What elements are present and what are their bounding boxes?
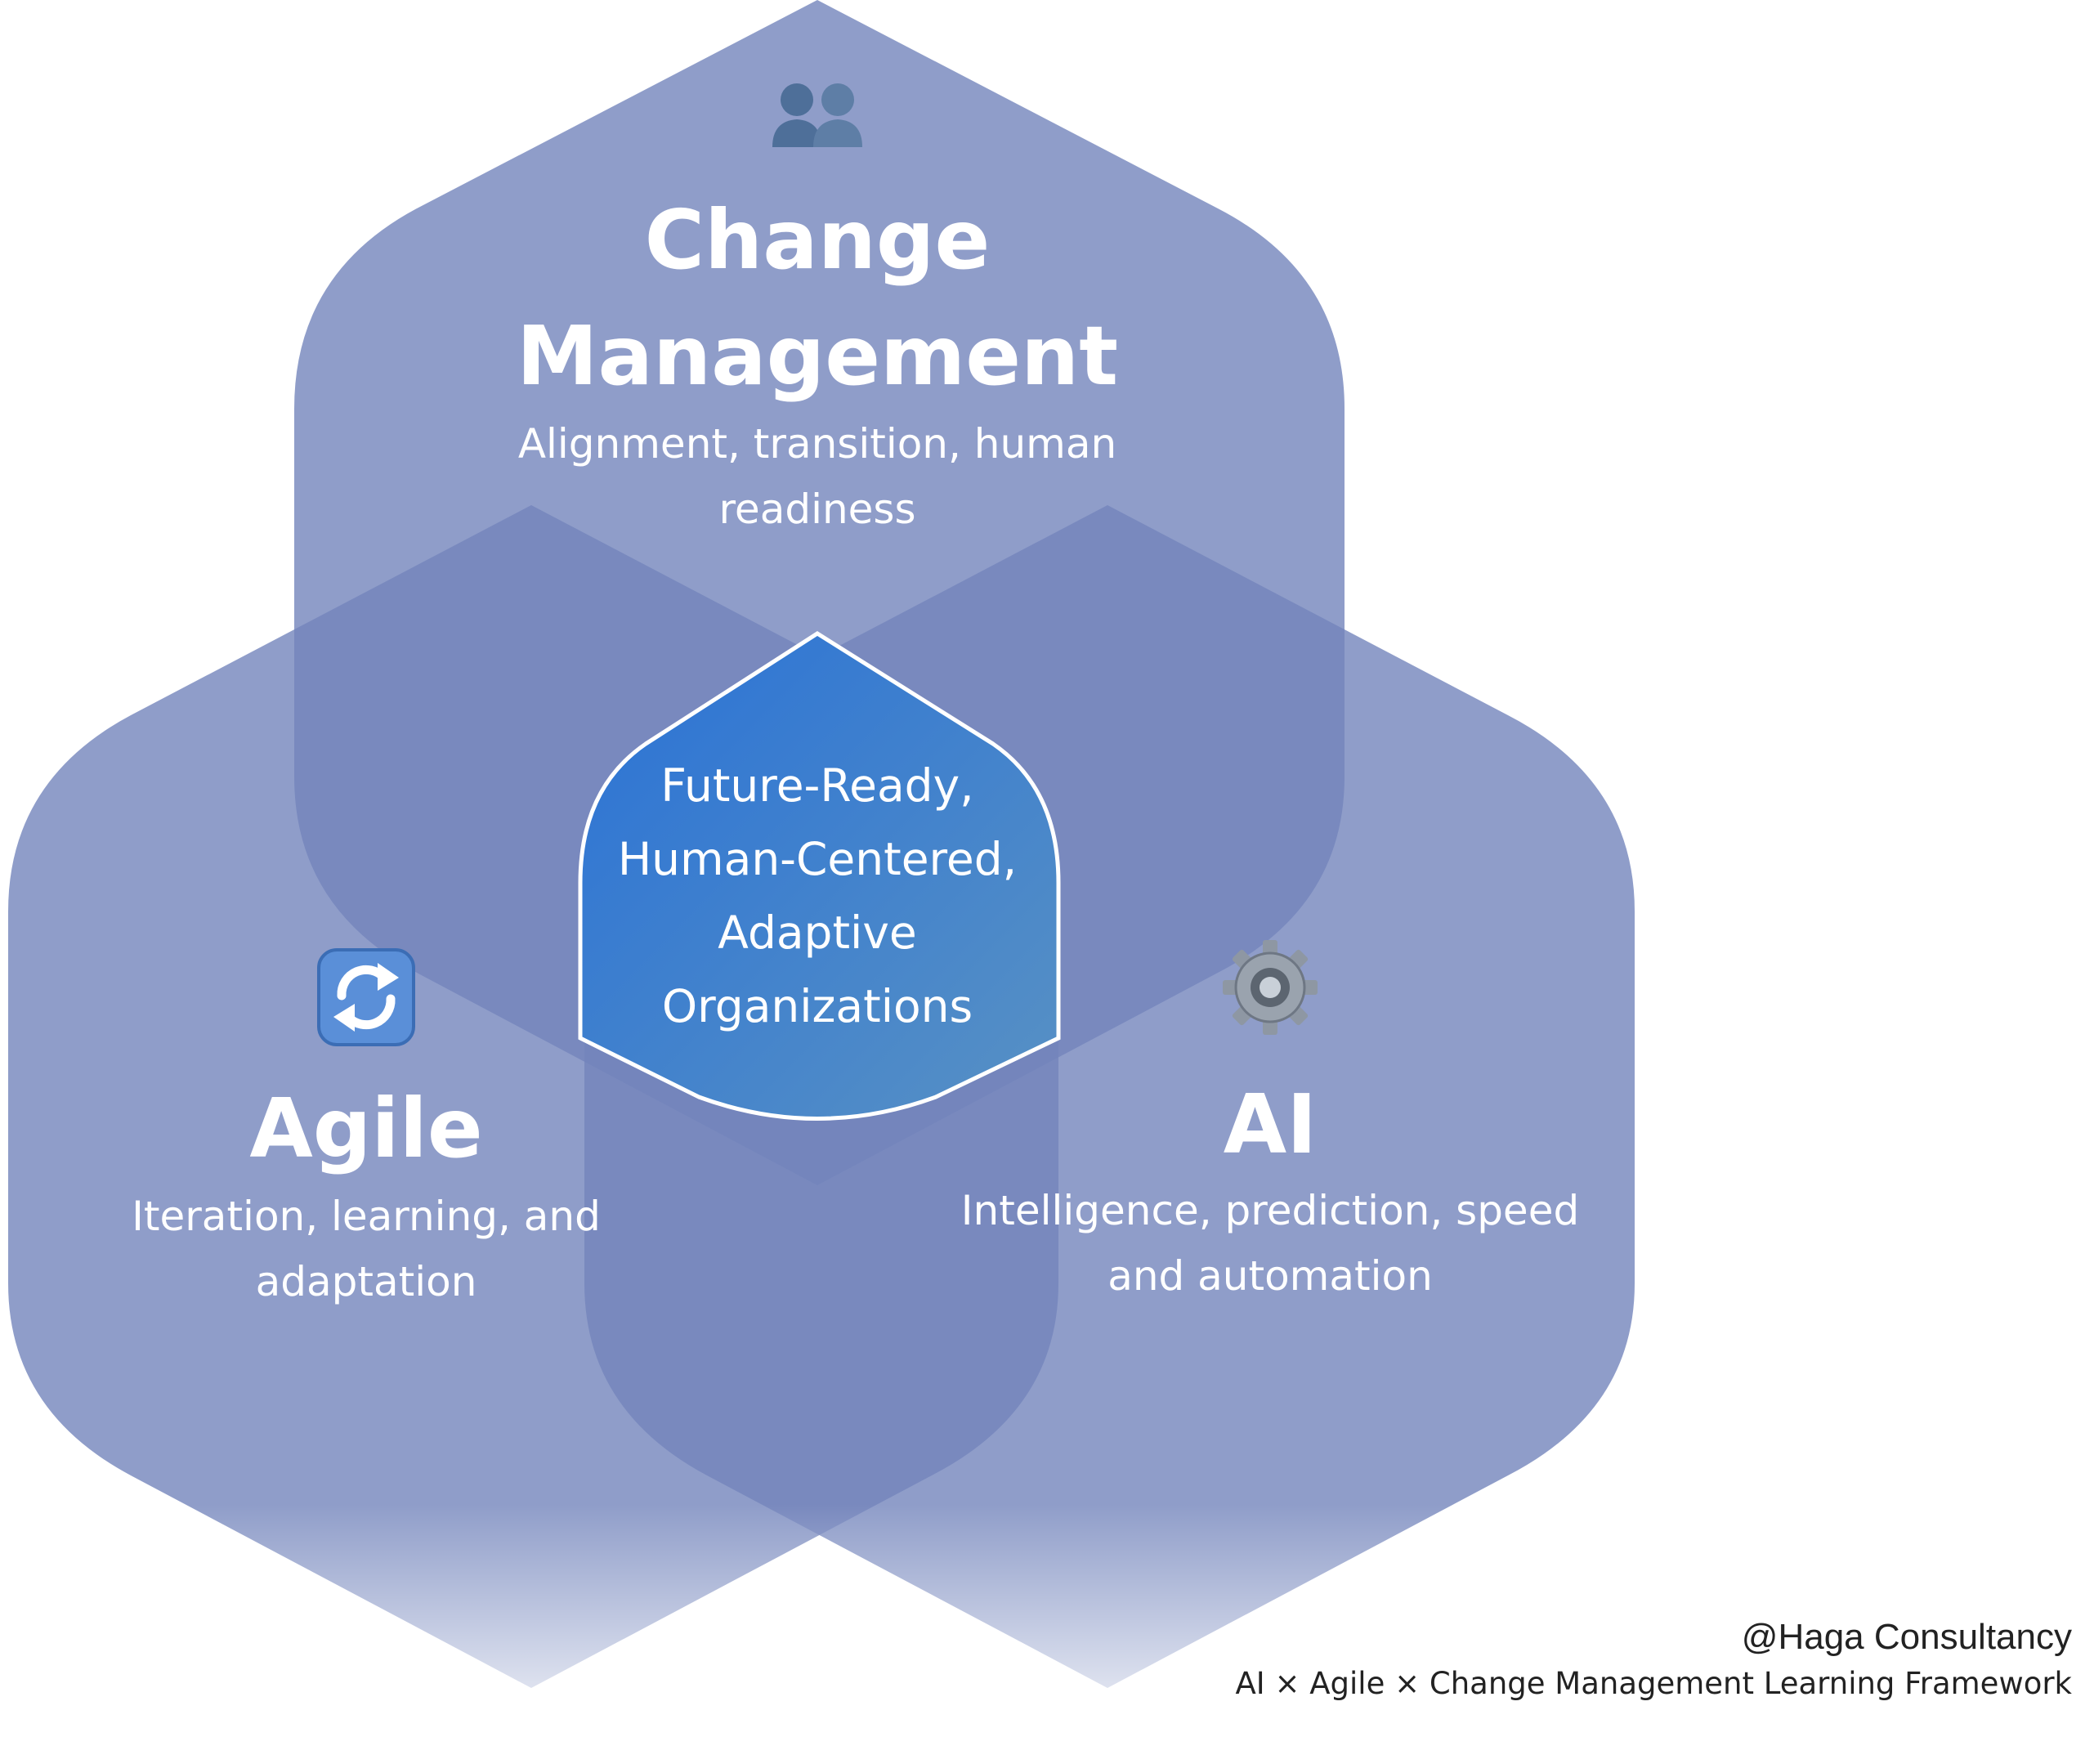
gear-icon (1223, 940, 1318, 1035)
change-management-title-line-1: Change (645, 192, 991, 288)
agile-subtitle-line-2: adaptation (256, 1258, 477, 1305)
center-label-line-1: Future-Ready, (660, 759, 973, 812)
center-label-line-3: Adaptive (718, 907, 916, 959)
ai-subtitle-line-1: Intelligence, prediction, speed (961, 1187, 1579, 1234)
ai-title: AI (1224, 1077, 1318, 1172)
center-label-line-4: Organizations (662, 980, 973, 1032)
center-label-line-2: Human-Centered, (618, 833, 1017, 885)
agile-subtitle-line-1: Iteration, learning, and (132, 1193, 601, 1240)
credit-framework: AI × Agile × Change Management Learning … (1235, 1666, 2072, 1701)
people-icon (772, 83, 862, 147)
change-management-title-line-2: Management (517, 308, 1118, 404)
refresh-arrows-icon (317, 948, 415, 1046)
center-hexagon (578, 631, 1061, 1121)
credit-author: @Haga Consultancy (1741, 1617, 2072, 1657)
change-management-subtitle-line-2: readiness (718, 486, 915, 533)
agile-title: Agile (249, 1081, 482, 1176)
bottom-fade (0, 1504, 1716, 1700)
change-management-subtitle-line-1: Alignment, transition, human (518, 420, 1116, 468)
ai-subtitle-line-2: and automation (1107, 1252, 1433, 1300)
